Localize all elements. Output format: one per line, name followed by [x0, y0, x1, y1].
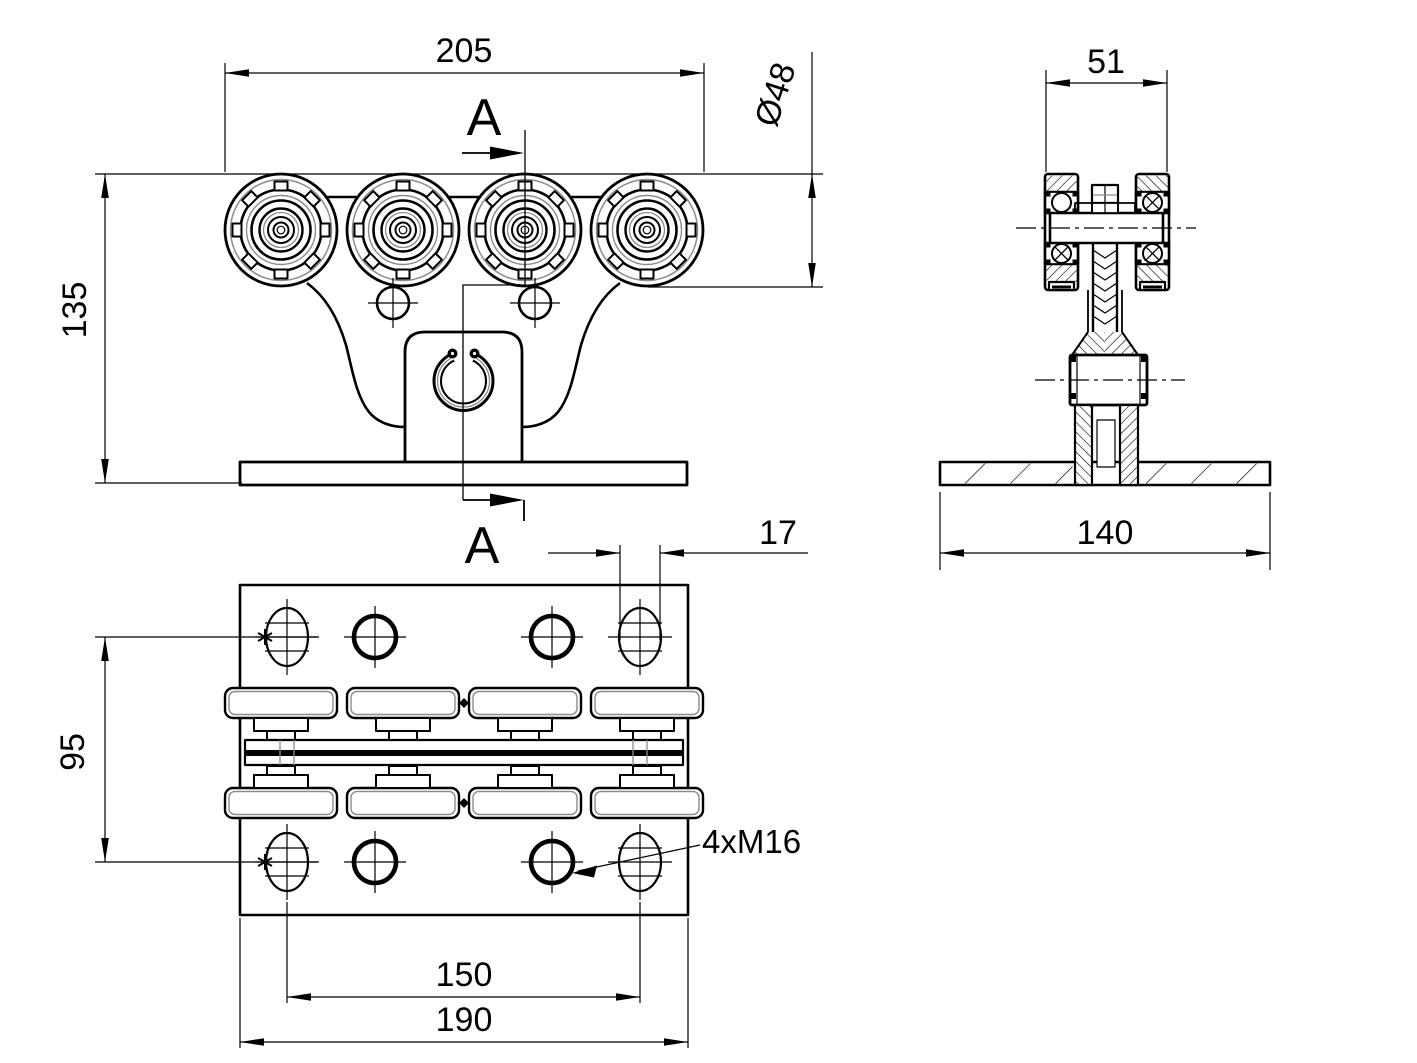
hub-flare	[1071, 331, 1139, 356]
dimension-95-label: 95	[54, 733, 92, 771]
section-arrow-bottom-icon	[490, 493, 524, 507]
tread-bottom-4	[589, 786, 705, 820]
roller-2	[345, 172, 461, 288]
dimension-51-label: 51	[1087, 43, 1125, 81]
tread-top-2	[345, 686, 461, 720]
dimension-140-label: 140	[1077, 514, 1134, 552]
dimension-diameter-48-label: Ø48	[748, 58, 804, 131]
section-label-bottom: A	[465, 517, 500, 575]
section-label-top: A	[467, 89, 502, 147]
section-line: A A	[462, 89, 526, 575]
body-right-curve	[521, 281, 621, 429]
body-left-curve	[306, 281, 406, 429]
front-view: A A 205 135 Ø48	[56, 32, 823, 575]
central-bar	[243, 738, 685, 767]
dimension-51: 51	[1045, 43, 1168, 172]
top-tab	[1074, 183, 1136, 214]
tread-top-1	[223, 686, 339, 720]
roller-1	[223, 172, 339, 288]
fork-columns	[1073, 403, 1140, 487]
roller-4	[589, 172, 705, 288]
dimension-150: 150	[286, 902, 641, 1003]
bolt-hole-left	[368, 278, 418, 328]
thread-callout-label: 4xM16	[702, 823, 801, 860]
hub-bushing	[1035, 353, 1185, 407]
dimension-190: 190	[239, 918, 689, 1048]
section-arrow-top-icon	[490, 146, 524, 160]
dimension-17: 17	[548, 514, 808, 640]
bolt-hole-right	[510, 278, 560, 328]
hanger-plate	[1087, 243, 1123, 332]
dimension-135: 135	[56, 174, 242, 484]
dimension-135-label: 135	[56, 282, 94, 339]
dimension-17-label: 17	[759, 514, 797, 552]
plan-view: 17 95 150 190 4xM16	[54, 514, 808, 1048]
tread-top-3	[467, 686, 583, 720]
dimension-95: 95	[54, 637, 109, 862]
thread-callout: 4xM16	[572, 823, 801, 878]
tread-bottom-1	[223, 786, 339, 820]
dimension-190-label: 190	[436, 1001, 493, 1039]
leader-arrow-icon	[572, 865, 597, 878]
tread-bottom-2	[345, 786, 461, 820]
side-section-view: 51	[938, 43, 1272, 570]
dimension-150-label: 150	[436, 956, 493, 994]
tread-bottom-3	[467, 786, 583, 820]
dimension-205: 205	[224, 32, 705, 172]
dimension-205-label: 205	[436, 32, 493, 70]
dimension-140: 140	[939, 492, 1271, 570]
tread-top-4	[589, 686, 705, 720]
